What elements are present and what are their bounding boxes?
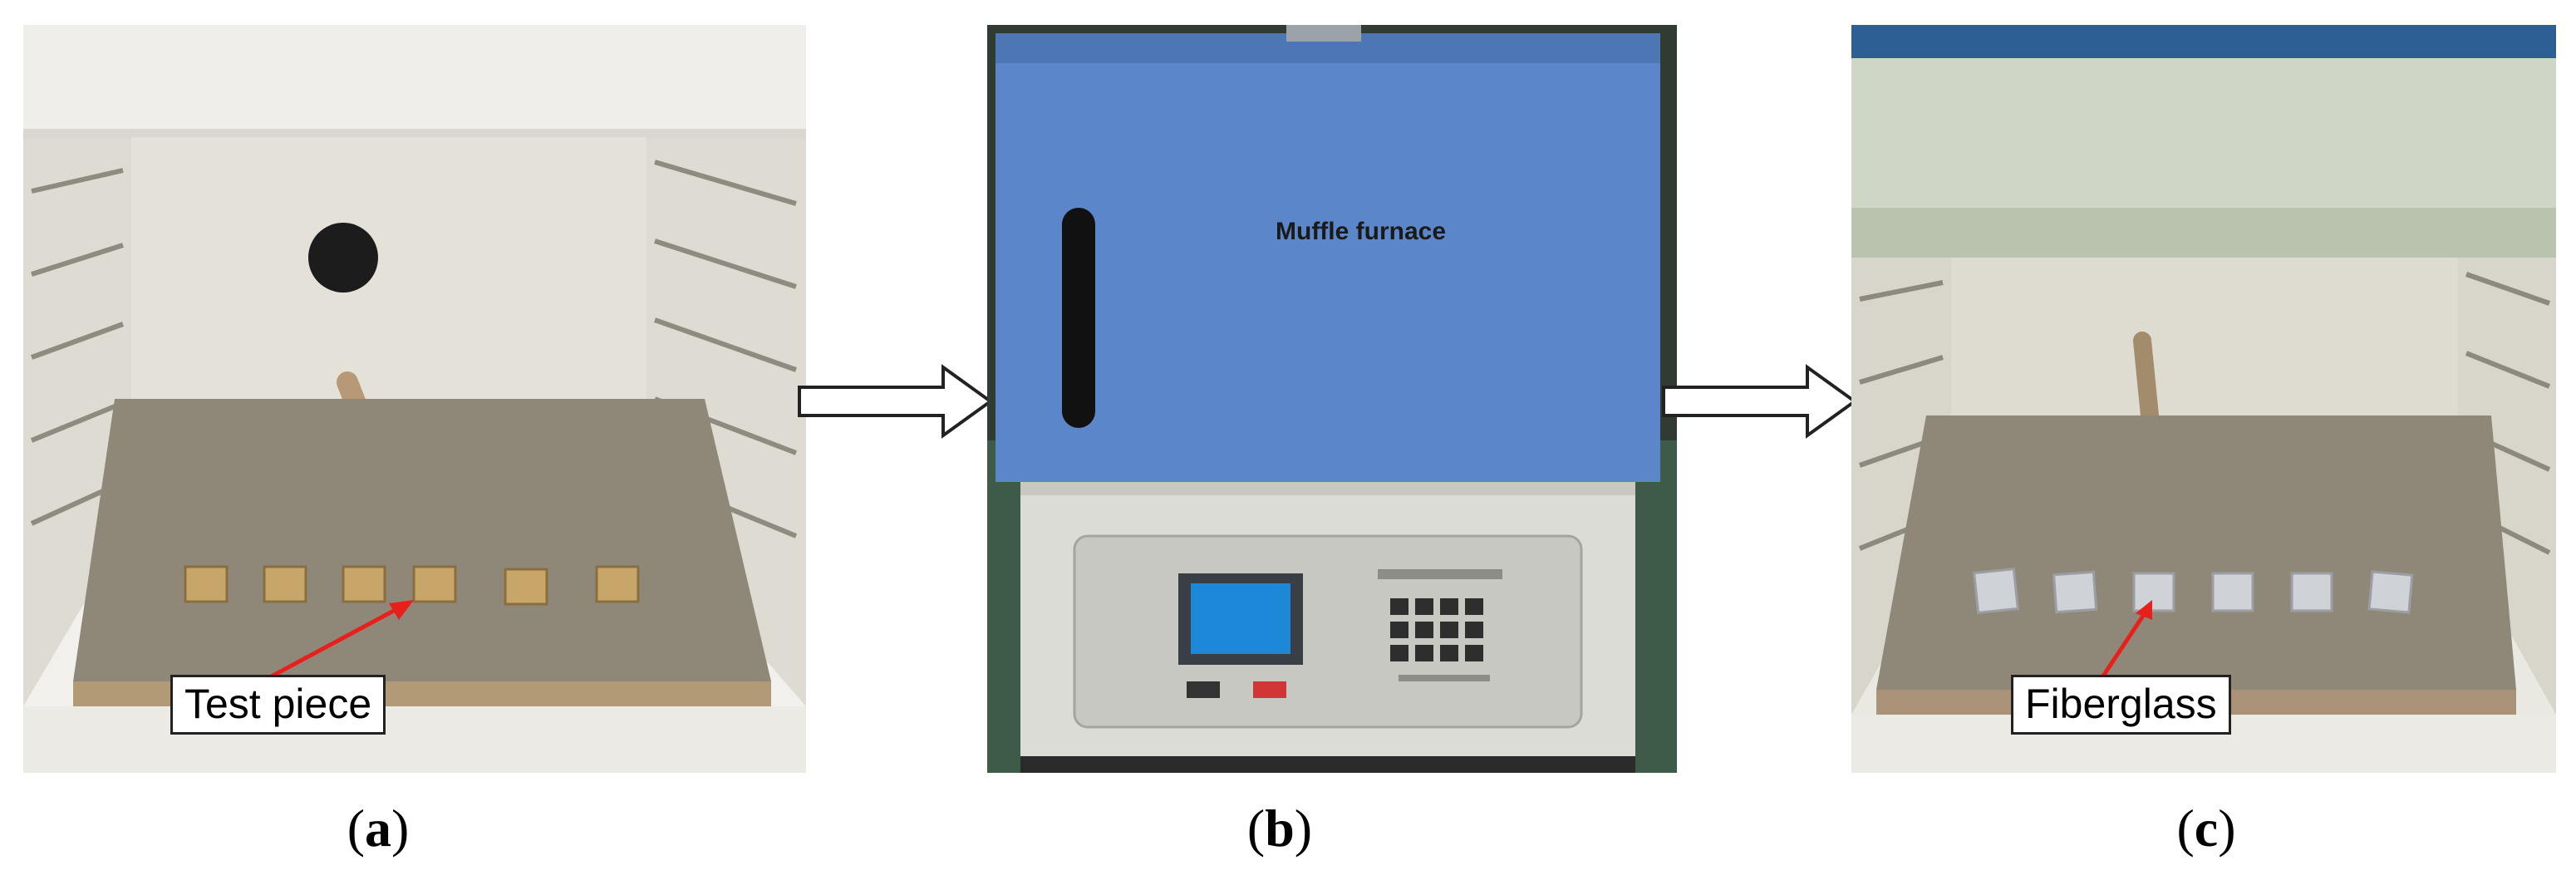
process-arrow-2-icon xyxy=(1662,364,1857,439)
photo-panel-a xyxy=(23,25,806,773)
chamber-photo-c xyxy=(1851,25,2556,773)
caption-c: (c) xyxy=(2176,799,2236,858)
furnace-name-text: Muffle furnace xyxy=(1276,218,1447,245)
caption-b: (b) xyxy=(1246,799,1313,858)
fiberglass-label: Fiberglass xyxy=(2011,675,2231,735)
furnace-photo xyxy=(987,25,1677,773)
caption-a: (a) xyxy=(347,799,410,858)
photo-panel-b xyxy=(987,25,1677,773)
chamber-photo-a xyxy=(23,25,806,773)
photo-panel-c xyxy=(1851,25,2556,773)
test-piece-label: Test piece xyxy=(170,675,386,735)
process-arrow-1-icon xyxy=(798,364,993,439)
